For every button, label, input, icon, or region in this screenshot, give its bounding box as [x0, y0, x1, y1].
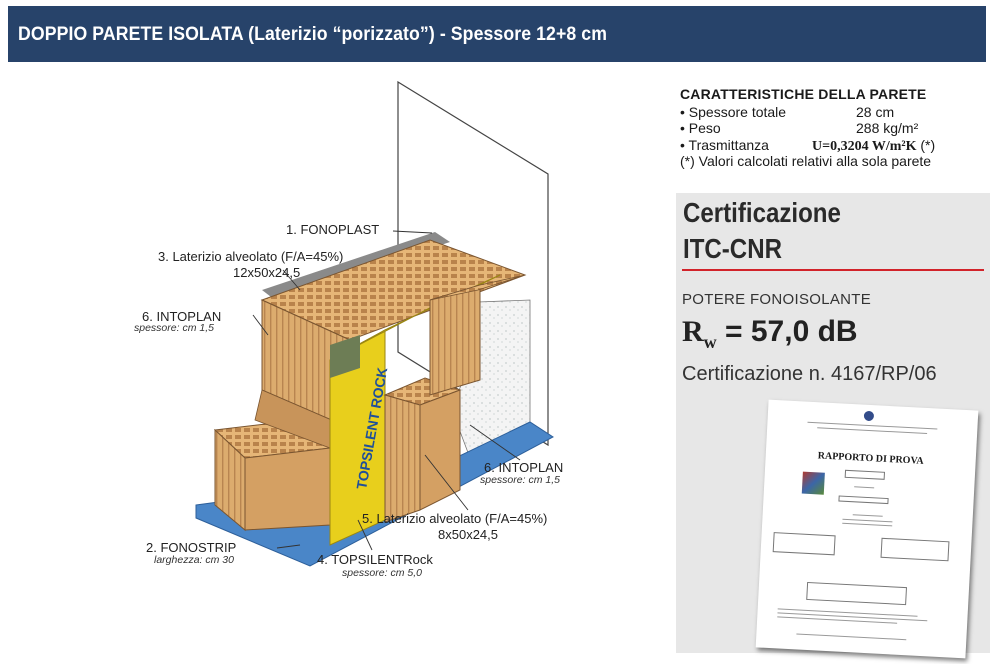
doc-box: [806, 581, 908, 606]
label-laterizio3-dim: 12x50x24,5: [233, 265, 301, 280]
doc-photo: [801, 471, 825, 495]
spec-value: 28 cm: [856, 103, 895, 120]
spec-value-tail: (*): [916, 136, 936, 153]
label-intoplan-right-sub: spessore: cm 1,5: [480, 474, 560, 486]
doc-box: [844, 469, 886, 480]
page-title: DOPPIO PARETE ISOLATA (Laterizio “porizz…: [18, 24, 608, 45]
certificate-document-image: RAPPORTO DI PROVA: [755, 399, 979, 659]
cert-number: Certificazione n. 4167/RP/06: [682, 363, 937, 385]
doc-line: [817, 427, 928, 435]
cert-title: Certificazione: [683, 197, 841, 228]
rw-subscript: w: [703, 332, 717, 352]
label-topsilent-sub: spessore: cm 5,0: [342, 567, 422, 579]
doc-box: [838, 495, 889, 505]
spec-row-thickness: • Spessore totale 28 cm: [680, 104, 990, 121]
label-intoplan-left: 6. INTOPLAN: [142, 309, 222, 324]
cert-potere-label: POTERE FONOISOLANTE: [682, 291, 872, 308]
leader-intoplan-left: [252, 314, 269, 336]
doc-line: [852, 514, 883, 517]
label-fonostrip: 2. FONOSTRIP: [146, 540, 237, 555]
specs-title: CARATTERISTICHE DELLA PARETE: [680, 86, 927, 102]
doc-line: [796, 633, 907, 641]
leader-laterizio5: [424, 454, 469, 511]
spec-value: 288 kg/m²: [856, 120, 919, 136]
label-laterizio5: 5. Laterizio alveolato (F/A=45%): [362, 511, 548, 526]
spec-label: • Trasmittanza: [680, 136, 769, 153]
doc-box: [880, 537, 950, 562]
spec-label: • Spessore totale: [680, 103, 787, 120]
rw-symbol: R: [682, 315, 704, 348]
doc-line: [854, 486, 875, 489]
brick-right-front: [384, 394, 421, 523]
leader-topsilent: [357, 519, 373, 551]
spec-row-transmittance: • Trasmittanza U=0,3204 W/m²K (*): [680, 137, 990, 154]
doc-box: [772, 532, 836, 556]
leader-fonostrip: [276, 544, 301, 549]
label-laterizio3: 3. Laterizio alveolato (F/A=45%): [158, 249, 344, 264]
label-intoplan-right: 6. INTOPLAN: [484, 460, 564, 475]
label-fonoplast: 1. FONOPLAST: [286, 222, 380, 237]
seal-icon: [863, 410, 875, 422]
wall-diagram: TOPSILENT ROCK: [0, 70, 670, 659]
label-topsilent: 4. TOPSILENTRock: [317, 552, 433, 567]
spec-label: • Peso: [680, 120, 721, 136]
spec-value: U=0,3204 W/m²K (*): [812, 137, 935, 156]
doc-line: [842, 522, 893, 527]
wall-specs: CARATTERISTICHE DELLA PARETE • Spessore …: [680, 86, 990, 170]
leader-fonoplast: [392, 230, 433, 234]
brick-right-upper-top: [429, 274, 526, 301]
spec-value-bold: U=0,3204 W/m²K: [812, 138, 917, 154]
spec-row-weight: • Peso 288 kg/m²: [680, 120, 990, 137]
doc-title: RAPPORTO DI PROVA: [817, 450, 924, 467]
leader-laterizio3: [282, 269, 301, 291]
cert-subtitle: ITC-CNR: [683, 233, 782, 264]
spec-note: (*) Valori calcolati relativi alla sola …: [680, 153, 932, 169]
cert-divider: [682, 269, 984, 271]
cert-rw-value: Rw = 57,0 dB: [682, 315, 858, 353]
label-fonostrip-sub: larghezza: cm 30: [154, 554, 234, 566]
topsilent-panel-top: [329, 274, 501, 361]
brick-right-upper: [429, 284, 481, 396]
rw-number: = 57,0 dB: [716, 315, 858, 348]
brick-row-lower-side: [244, 447, 331, 531]
label-laterizio5-dim: 8x50x24,5: [438, 527, 498, 542]
page-header: DOPPIO PARETE ISOLATA (Laterizio “porizz…: [8, 6, 986, 62]
label-intoplan-left-sub: spessore: cm 1,5: [134, 322, 214, 334]
leader-intoplan-right: [469, 424, 521, 461]
brick-right-side: [419, 389, 461, 511]
wall-illustration: TOPSILENT ROCK: [195, 80, 554, 567]
doc-line: [842, 518, 893, 523]
topsilent-panel-edge: [330, 335, 360, 378]
